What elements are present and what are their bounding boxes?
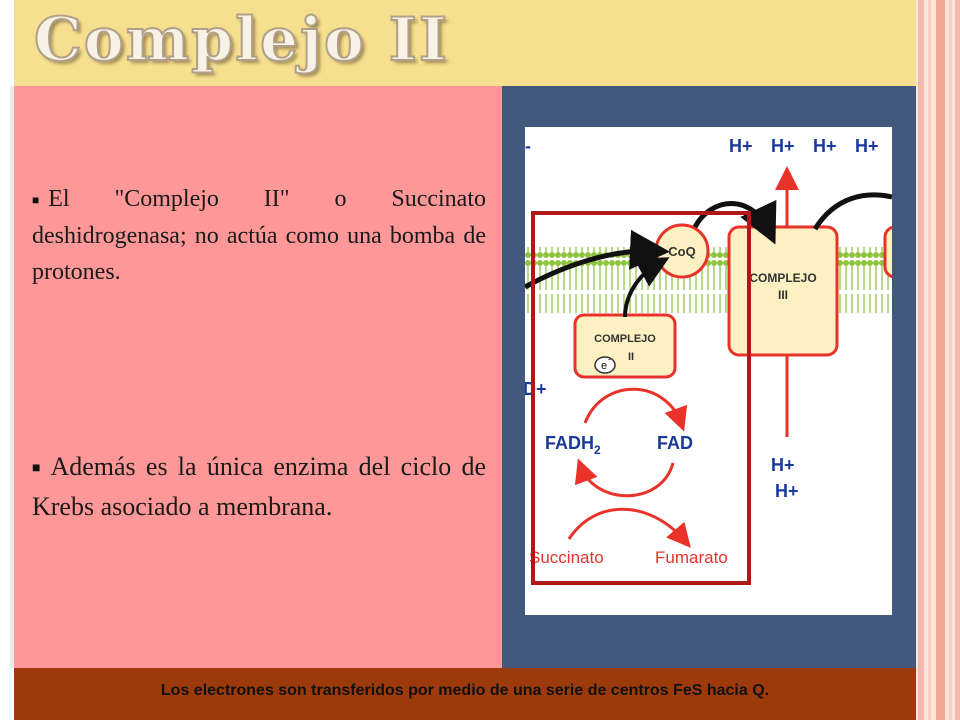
partial-label: - [525, 136, 531, 156]
fad-label: FAD [657, 433, 693, 453]
bullet-complejo-ii: ■El "Complejo II" o Succinato deshidroge… [32, 181, 486, 290]
content-panel [14, 86, 502, 668]
proton-label: H+ [729, 136, 753, 156]
succinato-label: Succinato [529, 548, 604, 567]
square-bullet-icon: ■ [32, 193, 40, 208]
electron-arrow-coq-to-complex-iii [692, 199, 777, 245]
proton-label: H+ [775, 481, 799, 501]
footer-text: Los electrones son transferidos por medi… [160, 682, 770, 699]
decorative-stripe [918, 0, 924, 720]
partial-complex-iv-box [883, 225, 892, 279]
complex-ii-label: COMPLEJO [594, 333, 656, 345]
bullet-krebs: ■Además es la única enzima del ciclo de … [32, 448, 486, 526]
electron-marker [594, 356, 616, 374]
succinato-to-fumarato-arc [567, 507, 691, 548]
fadh2-subscript: 2 [594, 443, 601, 457]
decorative-stripe [928, 0, 931, 720]
bullet-text: El "Complejo II" o Succinato deshidrogen… [32, 186, 486, 286]
left-rule [10, 86, 14, 668]
fad-to-fadh2-arc [574, 458, 675, 498]
electron-charge: - [608, 354, 611, 364]
decorative-stripe [955, 0, 960, 720]
partial-label: D+ [525, 379, 547, 399]
proton-label: H+ [855, 136, 879, 156]
complex-iii-box [727, 225, 839, 357]
electron-arrow-in [525, 229, 670, 290]
complex-iii-label: COMPLEJO [749, 271, 816, 285]
complex-ii-box [573, 313, 677, 379]
fadh2-base: FADH [545, 433, 594, 453]
footer-band: Los electrones son transferidos por medi… [14, 668, 916, 720]
complex-ii-label: II [628, 351, 634, 363]
slide-title: Complejo II [33, 4, 449, 76]
electron-transport-diagram: H+ H+ H+ H+ - COMPLEJO III CoQ COMPLEJO … [525, 127, 892, 615]
proton-label: H+ [771, 455, 795, 475]
decorative-stripe [936, 0, 945, 720]
fadh2-label: FADH2 [545, 433, 601, 457]
proton-label: H+ [813, 136, 837, 156]
fumarato-label: Fumarato [655, 548, 728, 567]
square-bullet-icon: ■ [32, 461, 41, 477]
decorative-stripe [949, 0, 952, 720]
title-band: Complejo II [14, 0, 916, 86]
electron-arrow-complex-iii-out [812, 192, 892, 231]
complex-ii-highlight-box [531, 211, 751, 585]
proton-label: H+ [771, 136, 795, 156]
complex-iii-label: III [778, 288, 788, 302]
fadh2-to-fad-arc [583, 387, 688, 432]
electron-label: e [601, 360, 607, 372]
electron-arrow-complex-ii-to-coq [623, 257, 670, 318]
coq-label: CoQ [668, 244, 695, 259]
bullet-text: Además es la única enzima del ciclo de K… [32, 452, 486, 522]
